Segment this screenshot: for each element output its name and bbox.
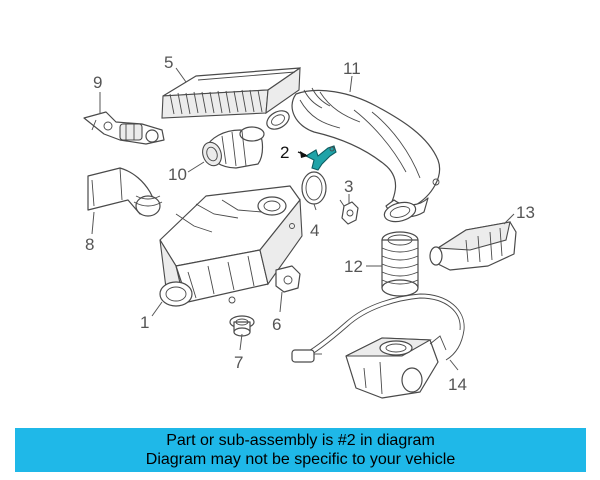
- corrugated-connector: [381, 231, 419, 297]
- leader-5: [175, 67, 187, 83]
- callout-2: 2: [280, 143, 289, 162]
- leader-8: [91, 211, 95, 235]
- air-filter-element: [161, 66, 301, 119]
- air-mass-meter: [202, 126, 265, 169]
- hose-clip: [339, 199, 359, 225]
- leader-1: [151, 301, 163, 317]
- intake-duct: [266, 87, 441, 223]
- leader-2-arrowhead: [300, 151, 308, 158]
- leader-11: [349, 75, 353, 93]
- callout-5: 5: [164, 53, 173, 72]
- callout-12: 12: [344, 257, 363, 276]
- rubber-grommet: [229, 315, 255, 337]
- callout-14: 14: [448, 375, 467, 394]
- parts-diagram: 5 11 9 10 2: [83, 53, 535, 399]
- valve-assembly: [83, 111, 165, 145]
- leader-6: [279, 291, 283, 313]
- mount-bracket: [275, 265, 301, 293]
- leader-4: [313, 203, 317, 211]
- leader-10: [187, 161, 205, 173]
- callout-13: 13: [516, 203, 535, 222]
- callout-11: 11: [343, 59, 361, 78]
- callout-6: 6: [272, 315, 281, 334]
- banner-line-disclaimer: Diagram may not be specific to your vehi…: [145, 451, 456, 468]
- callout-3: 3: [344, 177, 353, 196]
- leader-13: [503, 213, 515, 225]
- callout-1: 1: [140, 313, 149, 332]
- callout-9: 9: [93, 73, 102, 92]
- callout-10: 10: [168, 165, 187, 184]
- highlighted-part-2: [304, 145, 337, 171]
- intake-heater-sensor: [291, 293, 465, 399]
- resonator: [429, 221, 517, 271]
- callout-7: 7: [234, 353, 243, 372]
- air-filter-housing: [159, 185, 303, 307]
- leader-14: [449, 359, 459, 371]
- banner-line-part: Part or sub-assembly is #2 in diagram: [166, 432, 435, 449]
- intake-snorkel: [87, 167, 163, 217]
- leader-7: [239, 333, 243, 351]
- callout-4: 4: [310, 221, 319, 240]
- gasket-ring: [301, 171, 327, 205]
- callout-8: 8: [85, 235, 94, 254]
- notice-banner: Part or sub-assembly is #2 in diagram Di…: [15, 428, 586, 472]
